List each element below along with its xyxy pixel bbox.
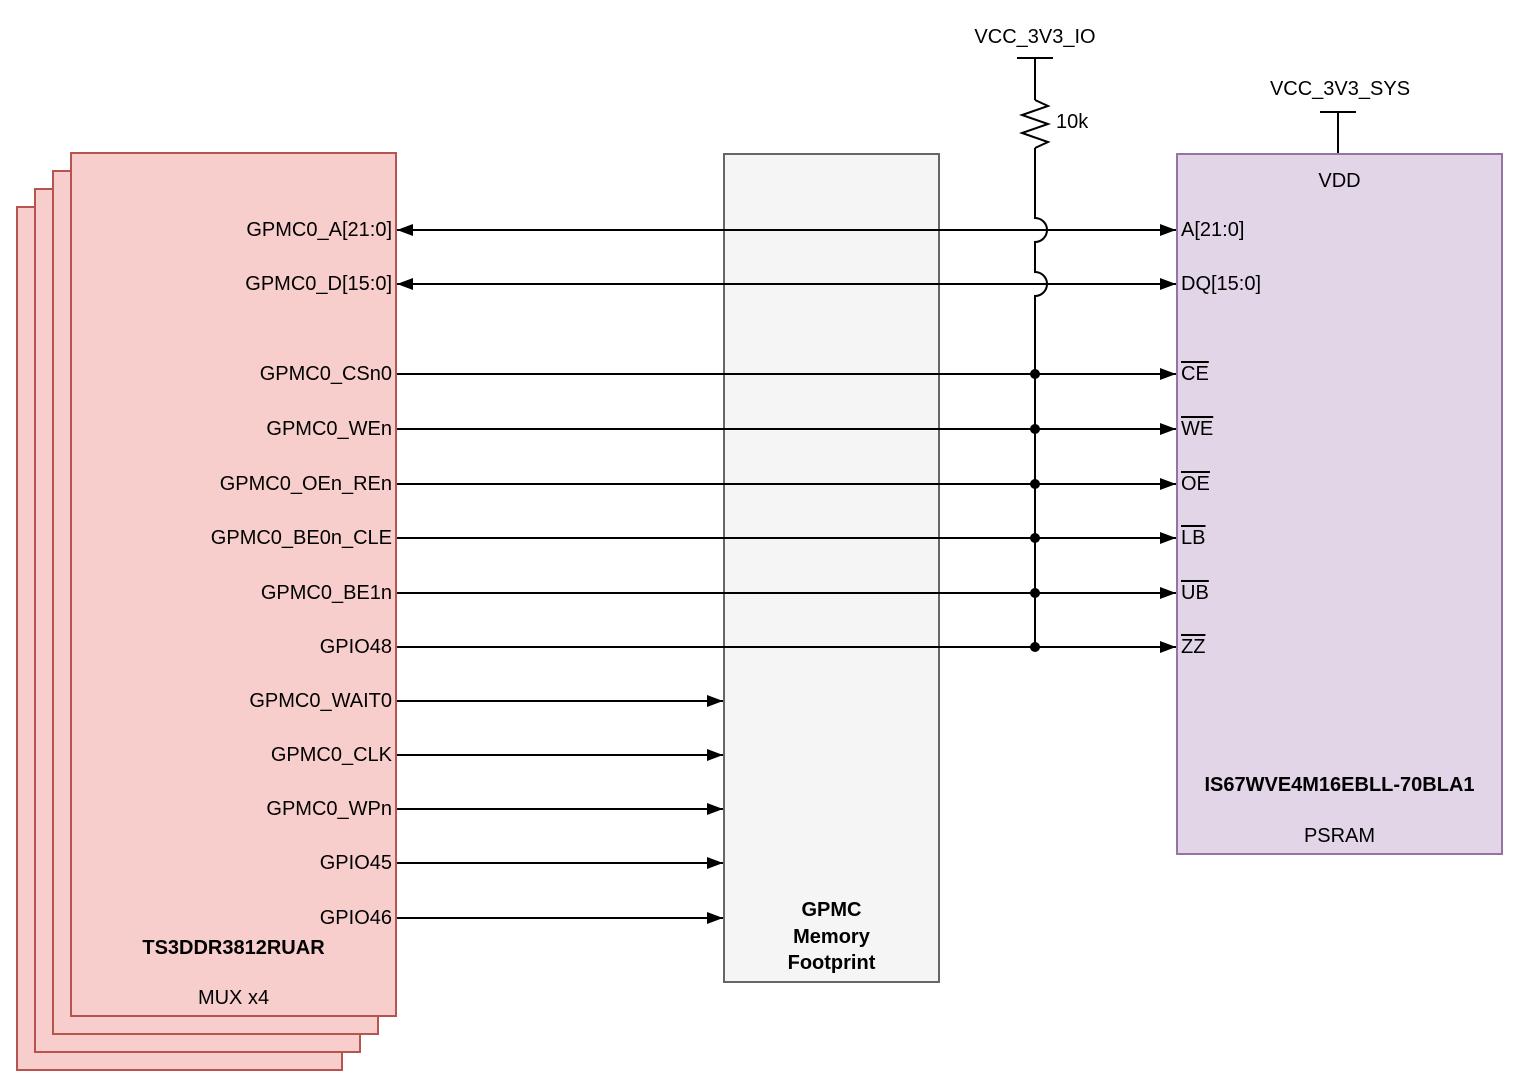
pin-label-gpmc0-wen: GPMC0_WEn [266,418,392,440]
pin-label-gpmc0-wpn: GPMC0_WPn [266,798,392,820]
arrowhead-right-icon [1160,641,1176,653]
pin-label-gpmc0-csn0: GPMC0_CSn0 [259,363,392,385]
psram-part-number: IS67WVE4M16EBLL-70BLA1 [1204,774,1475,796]
pin-label-gpmc0-wait0: GPMC0_WAIT0 [249,690,392,712]
pin-label-gpmc0-be1n: GPMC0_BE1n [260,582,392,604]
arrowhead-left-icon [397,224,413,236]
wire-gpmc0-oen-ren [397,478,1176,490]
vcc-3v3-io-net-label: VCC_3V3_IO [974,26,1096,48]
wire-gpmc0-wpn [397,803,723,815]
wire-gpmc0-be0n-cle [397,532,1176,544]
psram-block [1176,153,1503,855]
pin-label-dq-bus: DQ[15:0] [1181,273,1262,295]
arrowhead-right-icon [1160,532,1176,544]
footprint-title-line-2: Memory [793,926,870,948]
pin-label-zz: ZZ [1181,636,1206,658]
pin-label-gpmc0-be0n-cle: GPMC0_BE0n_CLE [210,527,392,549]
arrowhead-right-icon [707,803,723,815]
wire-gpmc0-d-bus [397,278,1176,290]
vdd-pin-label: VDD [1318,170,1361,192]
pin-label-gpio45: GPIO45 [319,852,392,874]
arrowhead-right-icon [707,695,723,707]
wire-gpmc0-wen [397,423,1176,435]
pin-label-gpmc0-oen-ren: GPMC0_OEn_REn [219,473,392,495]
arrowhead-right-icon [1160,368,1176,380]
pin-label-gpio48: GPIO48 [319,636,392,658]
vcc-3v3-sys-net-label: VCC_3V3_SYS [1269,78,1411,100]
pin-label-oe: OE [1181,473,1210,495]
arrowhead-right-icon [1160,423,1176,435]
wire-gpio48 [397,641,1176,653]
pullup-network [1017,57,1053,647]
arrowhead-right-icon [1160,478,1176,490]
arrowhead-right-icon [1160,587,1176,599]
mux-block [70,152,397,1017]
mux-part-number: TS3DDR3812RUAR [142,937,325,959]
pin-label-gpio46: GPIO46 [319,907,392,929]
gpmc-footprint-block [723,153,940,983]
pin-label-lb: LB [1181,527,1206,549]
pin-label-ce: CE [1181,363,1209,385]
pin-label-ub: UB [1181,582,1209,604]
wire-gpmc0-wait0 [397,695,723,707]
footprint-title-line-3: Footprint [787,952,876,974]
wire-gpmc0-clk [397,749,723,761]
arrowhead-right-icon [707,749,723,761]
psram-type-label: PSRAM [1303,825,1376,847]
arrowhead-right-icon [1160,224,1176,236]
vdd-power-feed [1320,111,1356,153]
pin-label-we: WE [1181,418,1214,440]
footprint-title-line-1: GPMC [801,899,862,921]
arrowhead-right-icon [1160,278,1176,290]
arrowhead-right-icon [707,912,723,924]
pin-label-gpmc0-d: GPMC0_D[15:0] [245,273,392,295]
pin-label-gpmc0-a: GPMC0_A[21:0] [246,219,392,241]
pin-label-a-bus: A[21:0] [1181,219,1245,241]
pin-label-gpmc0-clk: GPMC0_CLK [270,744,392,766]
arrowhead-right-icon [707,857,723,869]
wire-gpio46 [397,912,723,924]
arrowhead-left-icon [397,278,413,290]
resistor-icon [1018,99,1052,149]
wire-gpmc0-csn0 [397,368,1176,380]
wire-gpio45 [397,857,723,869]
pullup-resistor-value: 10k [1056,111,1089,133]
wire-gpmc0-a-bus [397,224,1176,236]
wire-gpmc0-be1n [397,587,1176,599]
pullup-vertical-wire [1034,148,1048,647]
mux-variant-label: MUX x4 [197,987,270,1009]
